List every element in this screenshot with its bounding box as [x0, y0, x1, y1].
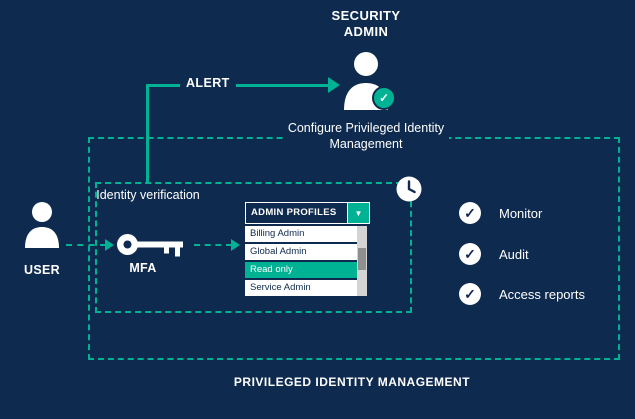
check-glyph: ✓	[464, 245, 476, 262]
key-icon	[116, 231, 186, 258]
security-admin-title: SECURITY ADMIN	[300, 8, 432, 40]
access-reports-label: Access reports	[499, 287, 585, 302]
alert-arrowhead	[328, 77, 340, 93]
check-glyph: ✓	[378, 91, 390, 105]
mfa-label: MFA	[129, 261, 157, 275]
scrollbar-thumb[interactable]	[358, 248, 366, 270]
check-glyph: ✓	[464, 204, 476, 221]
admin-profiles-items: Billing Admin Global Admin Read only Ser…	[245, 226, 357, 296]
security-admin-person-icon: ✓	[338, 50, 396, 112]
arrowhead-mfa-to-profiles	[231, 239, 240, 251]
list-item-billing-admin[interactable]: Billing Admin	[245, 226, 357, 244]
alert-connector-horizontal	[146, 84, 328, 87]
arrowhead-user-to-mfa	[105, 239, 114, 251]
arrow-mfa-to-profiles	[194, 244, 232, 246]
audit-label: Audit	[499, 247, 529, 262]
admin-profiles-header-label: ADMIN PROFILES	[251, 207, 337, 218]
security-admin-title-line2: ADMIN	[343, 24, 389, 39]
configure-pim-caption: Configure Privileged Identity Management	[283, 119, 449, 153]
chevron-down-icon: ▼	[354, 208, 363, 218]
security-admin-title-line1: SECURITY	[331, 8, 401, 23]
check-circle-icon-access-reports: ✓	[459, 283, 481, 305]
admin-profiles-list: Billing Admin Global Admin Read only Ser…	[245, 226, 367, 296]
alert-label: ALERT	[180, 76, 236, 90]
admin-profiles-dropdown[interactable]: ADMIN PROFILES ▼	[245, 202, 370, 224]
scrollbar[interactable]	[357, 226, 367, 296]
user-person-icon	[22, 201, 62, 250]
list-item-global-admin[interactable]: Global Admin	[245, 244, 357, 262]
check-glyph: ✓	[464, 285, 476, 302]
identity-verification-label: Identity verification	[96, 188, 200, 202]
dropdown-arrow-button[interactable]: ▼	[347, 203, 369, 223]
monitor-label: Monitor	[499, 206, 543, 221]
user-label: USER	[24, 263, 60, 277]
identity-verification-box	[95, 182, 412, 313]
check-circle-icon-monitor: ✓	[459, 202, 481, 224]
list-item-service-admin[interactable]: Service Admin	[245, 280, 357, 296]
arrow-user-to-mfa	[66, 244, 106, 246]
verified-check-badge-icon: ✓	[372, 86, 396, 110]
pim-boundary-label: PRIVILEGED IDENTITY MANAGEMENT	[233, 375, 471, 389]
check-circle-icon-audit: ✓	[459, 243, 481, 265]
alert-connector-vertical	[146, 86, 149, 183]
clock-icon	[396, 176, 422, 202]
list-item-read-only[interactable]: Read only	[245, 262, 357, 280]
